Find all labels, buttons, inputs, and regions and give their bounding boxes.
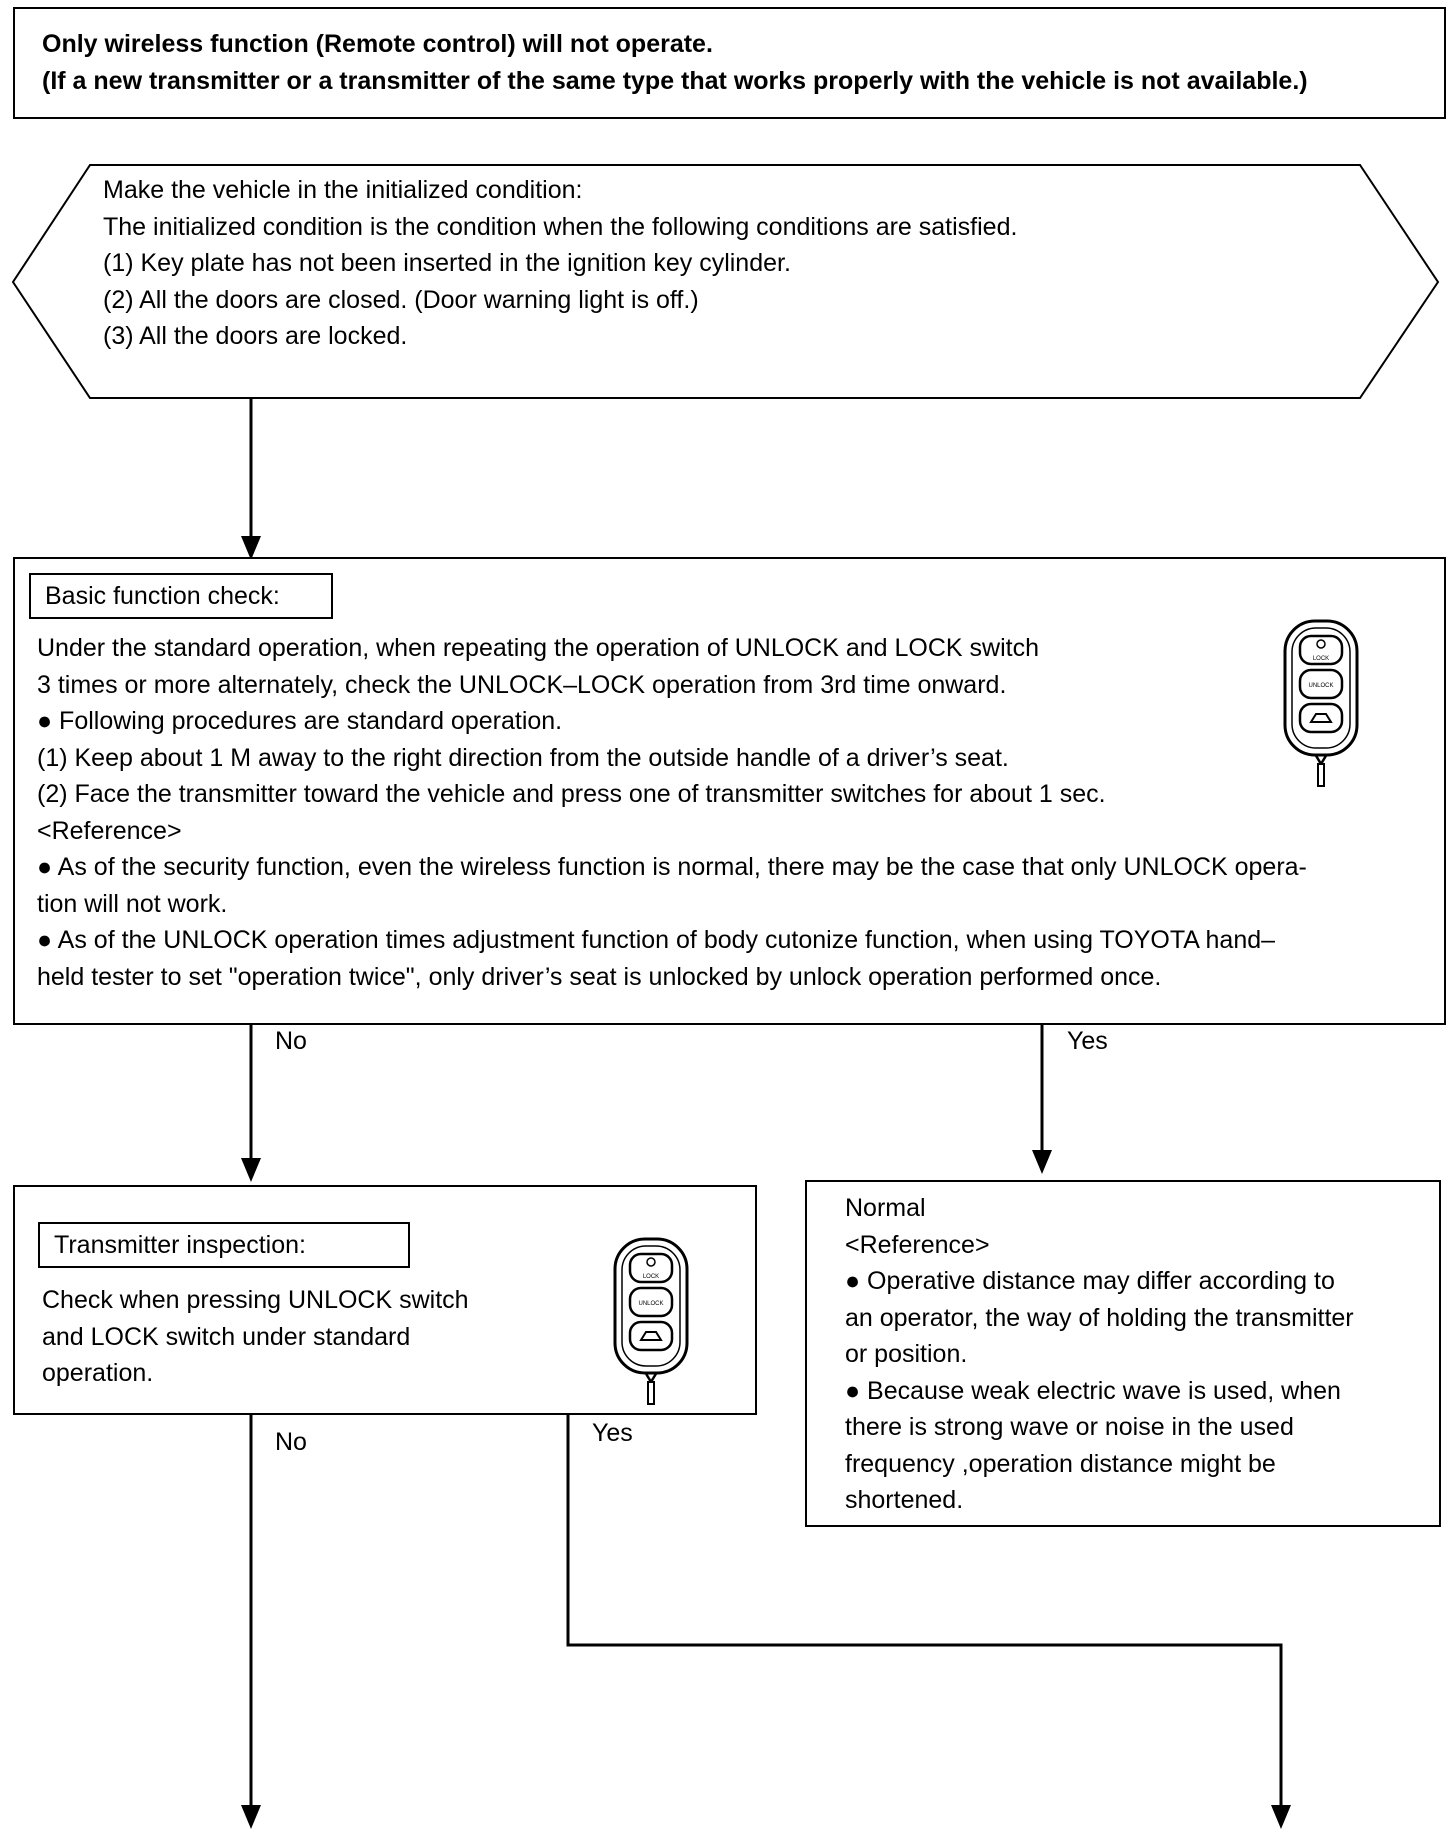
normal-result-line: <Reference> xyxy=(845,1230,990,1259)
transmitter-inspection-line: Check when pressing UNLOCK switch xyxy=(42,1286,469,1314)
normal-result-box xyxy=(805,1180,1441,1527)
svg-text:LOCK: LOCK xyxy=(1313,656,1329,662)
transmitter-inspection-label: Transmitter inspection: xyxy=(38,1222,410,1268)
normal-result-line: ● Because weak electric wave is used, wh… xyxy=(845,1376,1341,1405)
svg-text:UNLOCK: UNLOCK xyxy=(1308,683,1333,689)
condition-line: (2) All the doors are closed. (Door warn… xyxy=(103,285,699,314)
normal-result-line: there is strong wave or noise in the use… xyxy=(845,1413,1294,1441)
condition-line: (1) Key plate has not been inserted in t… xyxy=(103,249,791,277)
basic-check-line: (2) Face the transmitter toward the vehi… xyxy=(37,780,1106,808)
normal-result-line: ● Operative distance may differ accordin… xyxy=(845,1267,1335,1295)
basic-check-line: tion will not work. xyxy=(37,889,228,918)
arrow-down-icon xyxy=(1032,1150,1052,1174)
basic-check-yes-label: Yes xyxy=(1067,1027,1108,1055)
header-box: Only wireless function (Remote control) … xyxy=(13,7,1446,119)
arrow-down-icon xyxy=(241,1158,261,1182)
basic-check-text: Under the standard operation, when repea… xyxy=(37,630,1307,995)
basic-check-line: ● As of the security function, even the … xyxy=(37,853,1307,881)
basic-check-label: Basic function check: xyxy=(29,573,333,619)
basic-check-line: ● Following procedures are standard oper… xyxy=(37,707,563,735)
condition-hexagon xyxy=(11,164,1440,399)
transmitter-no-label: No xyxy=(275,1428,307,1456)
normal-result-line: or position. xyxy=(845,1340,968,1368)
arrow-down-icon xyxy=(1271,1805,1291,1829)
arrow-down-icon xyxy=(241,1805,261,1829)
key-fob-transmitter-icon: LOCK UNLOCK xyxy=(613,1237,689,1405)
condition-line: The initialized condition is the conditi… xyxy=(103,212,1018,241)
basic-check-line: Under the standard operation, when repea… xyxy=(37,634,1039,662)
basic-check-box xyxy=(13,557,1446,1025)
header-subtitle: (If a new transmitter or a transmitter o… xyxy=(42,67,1308,95)
basic-check-line: (1) Keep about 1 M away to the right dir… xyxy=(37,743,1009,772)
basic-check-line: <Reference> xyxy=(37,816,182,845)
transmitter-inspection-line: and LOCK switch under standard xyxy=(42,1322,411,1351)
normal-result-line: Normal xyxy=(845,1194,926,1222)
condition-text: Make the vehicle in the initialized cond… xyxy=(103,172,1017,355)
svg-text:LOCK: LOCK xyxy=(643,1274,659,1280)
normal-result-line: an operator, the way of holding the tran… xyxy=(845,1303,1354,1332)
basic-check-line: 3 times or more alternately, check the U… xyxy=(37,670,1007,699)
transmitter-inspection-line: operation. xyxy=(42,1359,154,1387)
normal-result-text: Normal <Reference> ● Operative distance … xyxy=(845,1190,1354,1519)
condition-line: (3) All the doors are locked. xyxy=(103,322,408,350)
normal-result-line: frequency ,operation distance might be xyxy=(845,1449,1276,1478)
basic-check-line: ● As of the UNLOCK operation times adjus… xyxy=(37,926,1276,954)
key-fob-transmitter-icon: LOCK UNLOCK xyxy=(1283,619,1359,787)
transmitter-inspection-text: Check when pressing UNLOCK switch and LO… xyxy=(42,1282,469,1392)
basic-check-no-label: No xyxy=(275,1027,307,1055)
svg-text:UNLOCK: UNLOCK xyxy=(638,1301,663,1307)
basic-check-line: held tester to set "operation twice", on… xyxy=(37,962,1162,991)
normal-result-line: shortened. xyxy=(845,1486,964,1514)
header-title: Only wireless function (Remote control) … xyxy=(42,30,713,58)
arrow-down-icon xyxy=(241,536,261,560)
transmitter-yes-label: Yes xyxy=(592,1419,633,1447)
condition-line: Make the vehicle in the initialized cond… xyxy=(103,176,583,204)
arrow-line-transmitter-yes xyxy=(566,1414,1283,1815)
